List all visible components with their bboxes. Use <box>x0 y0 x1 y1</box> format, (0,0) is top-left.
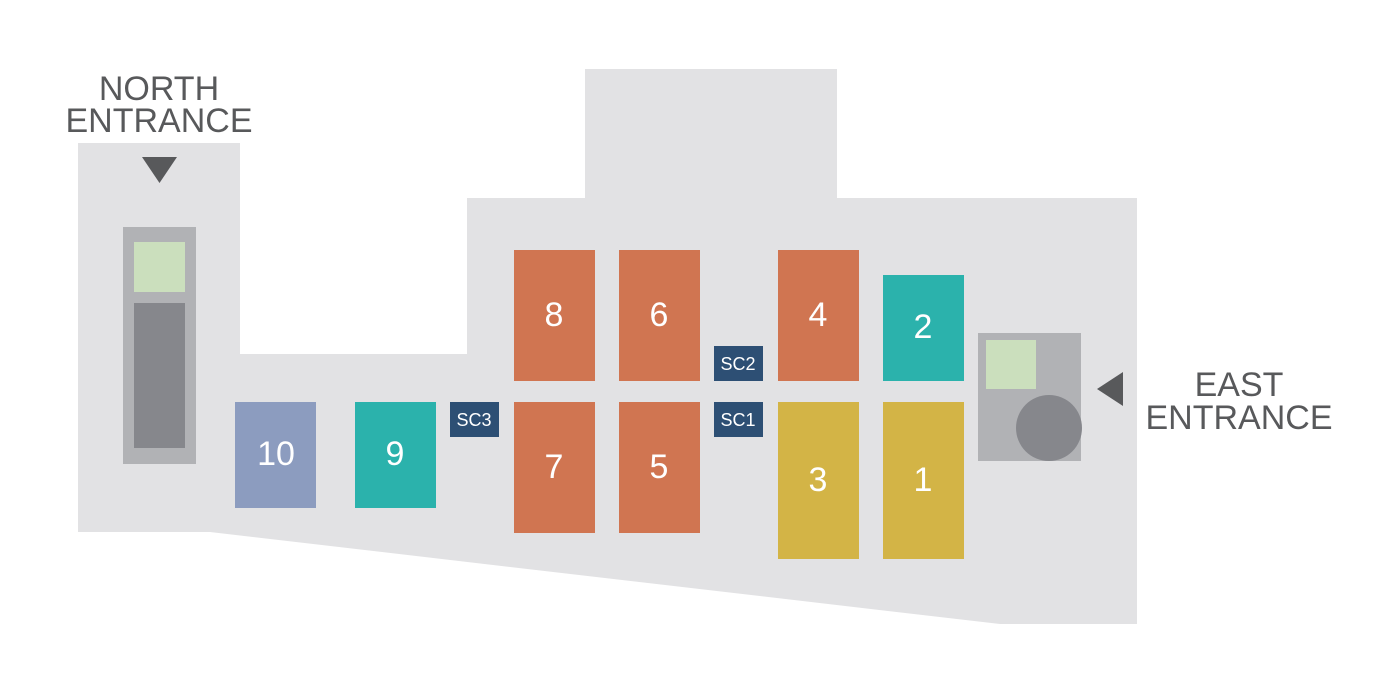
booth-10-number: 10 <box>257 435 295 473</box>
booth-2[interactable]: 2 <box>883 275 964 381</box>
north-entrance-label-line1: NORTH <box>99 70 219 108</box>
booth-8-number: 8 <box>545 296 564 334</box>
booth-9[interactable]: 9 <box>355 402 436 508</box>
booth-8[interactable]: 8 <box>514 250 595 381</box>
north-facility[interactable] <box>123 227 196 464</box>
north-facility-dark-room <box>134 303 185 448</box>
arrow-left-icon <box>1097 372 1123 406</box>
east-facility[interactable] <box>978 333 1082 461</box>
east-entrance[interactable]: EAST ENTRANCE <box>1097 366 1333 437</box>
booth-3[interactable]: 3 <box>778 402 859 559</box>
booth-9-number: 9 <box>386 435 405 473</box>
east-entrance-label-line1: EAST <box>1195 366 1284 404</box>
booth-1-number: 1 <box>914 461 933 499</box>
booth-1-shape <box>883 402 964 559</box>
booth-3-shape <box>778 402 859 559</box>
service-point-sc3-shape <box>450 402 499 437</box>
booth-7-shape <box>514 402 595 533</box>
service-point-sc3[interactable]: SC3 <box>450 402 499 437</box>
booth-3-number: 3 <box>809 461 828 499</box>
booth-5[interactable]: 5 <box>619 402 700 533</box>
booth-4-shape <box>778 250 859 381</box>
booth-10-shape <box>235 402 316 508</box>
booth-6-number: 6 <box>650 296 669 334</box>
service-point-sc2-shape <box>714 346 763 381</box>
floor-shape <box>78 69 1137 624</box>
east-entrance-label-line2: ENTRANCE <box>1145 399 1332 437</box>
north-entrance[interactable]: NORTH ENTRANCE <box>65 70 253 183</box>
north-entrance-label-line2: ENTRANCE <box>65 102 252 140</box>
service-point-sc1-shape <box>714 402 763 437</box>
service-point-sc3-label: SC3 <box>456 410 491 430</box>
service-point-sc1[interactable]: SC1 <box>714 402 763 437</box>
booth-8-shape <box>514 250 595 381</box>
east-facility-green-room <box>986 340 1036 389</box>
service-point-sc2-label: SC2 <box>720 354 755 374</box>
booth-5-shape <box>619 402 700 533</box>
booth-9-shape <box>355 402 436 508</box>
booth-2-number: 2 <box>914 308 933 346</box>
service-point-sc1-label: SC1 <box>720 410 755 430</box>
booth-6-shape <box>619 250 700 381</box>
booth-7[interactable]: 7 <box>514 402 595 533</box>
arrow-down-icon <box>142 157 177 183</box>
booth-4-number: 4 <box>809 296 828 334</box>
service-point-sc2[interactable]: SC2 <box>714 346 763 381</box>
booth-6[interactable]: 6 <box>619 250 700 381</box>
booth-10[interactable]: 10 <box>235 402 316 508</box>
booth-5-number: 5 <box>650 448 669 486</box>
booth-1[interactable]: 1 <box>883 402 964 559</box>
booth-4[interactable]: 4 <box>778 250 859 381</box>
booth-7-number: 7 <box>545 448 564 486</box>
booth-2-shape <box>883 275 964 381</box>
floor-area <box>78 69 1137 624</box>
north-facility-green-room <box>134 242 185 292</box>
east-facility-round-room <box>1016 395 1082 461</box>
